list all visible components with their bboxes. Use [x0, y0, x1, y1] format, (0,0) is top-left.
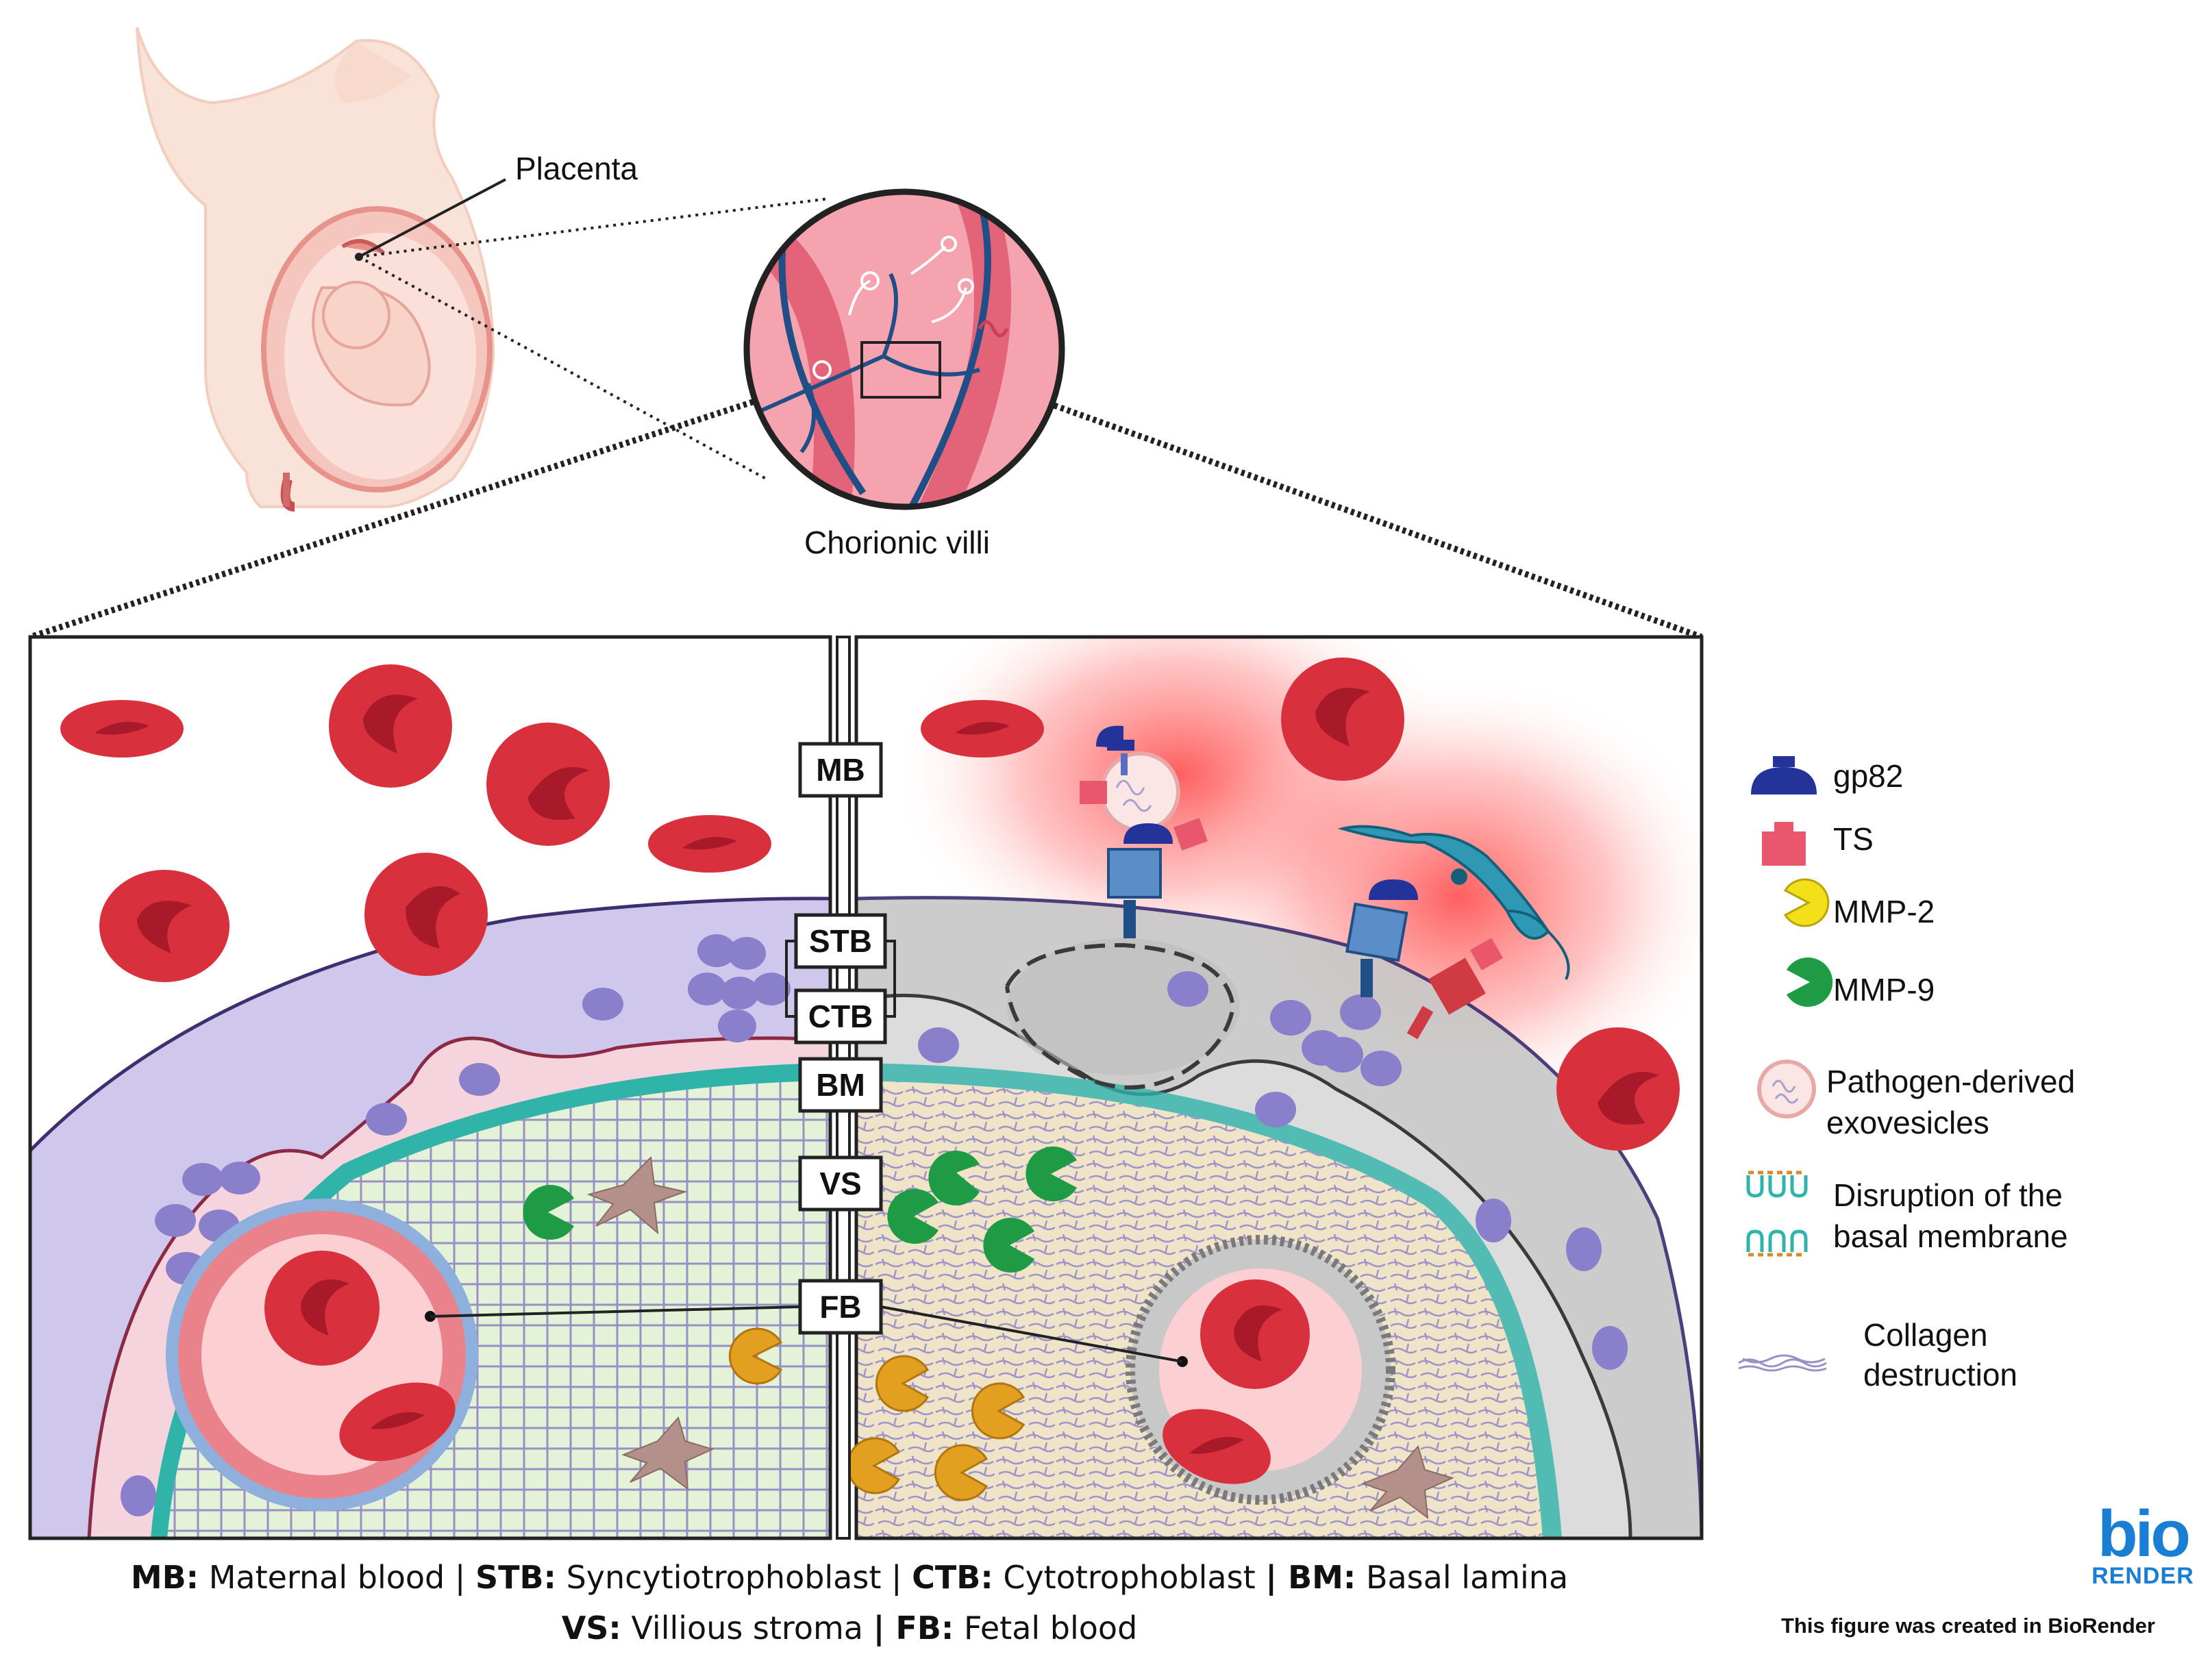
collagen-destruction-icon [1738, 1354, 1827, 1372]
pathogen-exovesicle [1080, 725, 1208, 851]
biorender-logo: bio RENDER [2088, 1497, 2198, 1590]
caption-vs-text: Villious stroma [631, 1610, 863, 1647]
caption-bm-text: Basal lamina [1365, 1559, 1569, 1596]
chorionic-villi-label: Chorionic villi [804, 525, 990, 560]
label-mb: MB [816, 752, 865, 788]
label-vs: VS [819, 1166, 861, 1201]
caption-mb-text: Maternal blood | [208, 1559, 466, 1596]
caption-stb-abbr: STB: [475, 1559, 556, 1596]
caption-fb-abbr: | FB: [873, 1610, 954, 1647]
caption-ctb-abbr: CTB: [912, 1559, 993, 1596]
legend-ts-label: TS [1833, 821, 1874, 857]
label-fb: FB [819, 1289, 861, 1325]
label-bm: BM [816, 1067, 865, 1103]
biorender-logo-bottom: RENDER [2091, 1563, 2194, 1589]
biorender-credit: This figure was created in BioRender [1781, 1614, 2156, 1638]
label-stb: STB [809, 923, 872, 959]
legend-collagen-label-line2: destruction [1863, 1357, 2018, 1392]
caption-bm-abbr: | BM: [1265, 1559, 1356, 1596]
syncytiotrophoblast-nuclei [121, 934, 1628, 1516]
zoom-box [860, 341, 941, 399]
gp82-receptors [1107, 823, 1504, 1040]
legend-mmp9-label: MMP-9 [1833, 972, 1935, 1007]
caption-ctb-text: Cytotrophoblast [1003, 1559, 1256, 1596]
placenta-leader-line [358, 178, 506, 258]
biorender-logo-top: bio [2098, 1497, 2191, 1570]
caption-mb-abbr: MB: [130, 1559, 199, 1596]
legend-exovesicles-label-line1: Pathogen-derived [1826, 1064, 2076, 1099]
gp82-icon [1751, 756, 1817, 794]
stromal-fibroblasts [586, 1155, 1454, 1520]
caption-line-1: MB: Maternal blood | STB: Syncytiotropho… [0, 1559, 1699, 1596]
legend-basal-label-line1: Disruption of the [1833, 1177, 2063, 1213]
mmp9-enzymes [523, 1147, 1077, 1273]
mmp9-icon [1787, 957, 1833, 1007]
placenta-label: Placenta [515, 151, 638, 186]
caption-stb-text: Syncytiotrophoblast | [566, 1559, 902, 1596]
basal-membrane-disruption-icon [1746, 1170, 1808, 1257]
caption-line-2: VS: Villious stroma | FB: Fetal blood [0, 1610, 1699, 1647]
layer-label-boxes [430, 742, 1183, 1363]
legend-icons [1738, 756, 1833, 1372]
pregnant-woman-illustration [136, 27, 495, 512]
chorionic-villi-circle [743, 188, 1065, 510]
exovesicle-icon [1757, 1060, 1816, 1118]
fetal-capillary-left [166, 1199, 478, 1511]
trypanosoma-parasite [1337, 825, 1570, 980]
caption-vs-abbr: VS: [561, 1610, 621, 1647]
legend-collagen-label-line1: Collagen [1863, 1317, 1988, 1353]
mmp2-icon [1783, 878, 1830, 927]
caption-fb-text: Fetal blood [963, 1610, 1138, 1647]
maternal-red-blood-cells [60, 658, 1680, 1151]
legend-gp82-label: gp82 [1833, 758, 1904, 794]
ts-icon [1762, 822, 1806, 866]
label-ctb: CTB [808, 999, 873, 1034]
legend-exovesicles-label-line2: exovesicles [1826, 1105, 1989, 1140]
zoom-lines [29, 197, 1703, 640]
legend-mmp2-label: MMP-2 [1833, 894, 1935, 929]
mmp2-enzymes [728, 1327, 1026, 1501]
legend-basal-label-line2: basal membrane [1833, 1218, 2068, 1254]
layer-label-texts: MB STB CTB BM VS FB [808, 752, 873, 1325]
fetal-capillary-right [1126, 1235, 1395, 1505]
